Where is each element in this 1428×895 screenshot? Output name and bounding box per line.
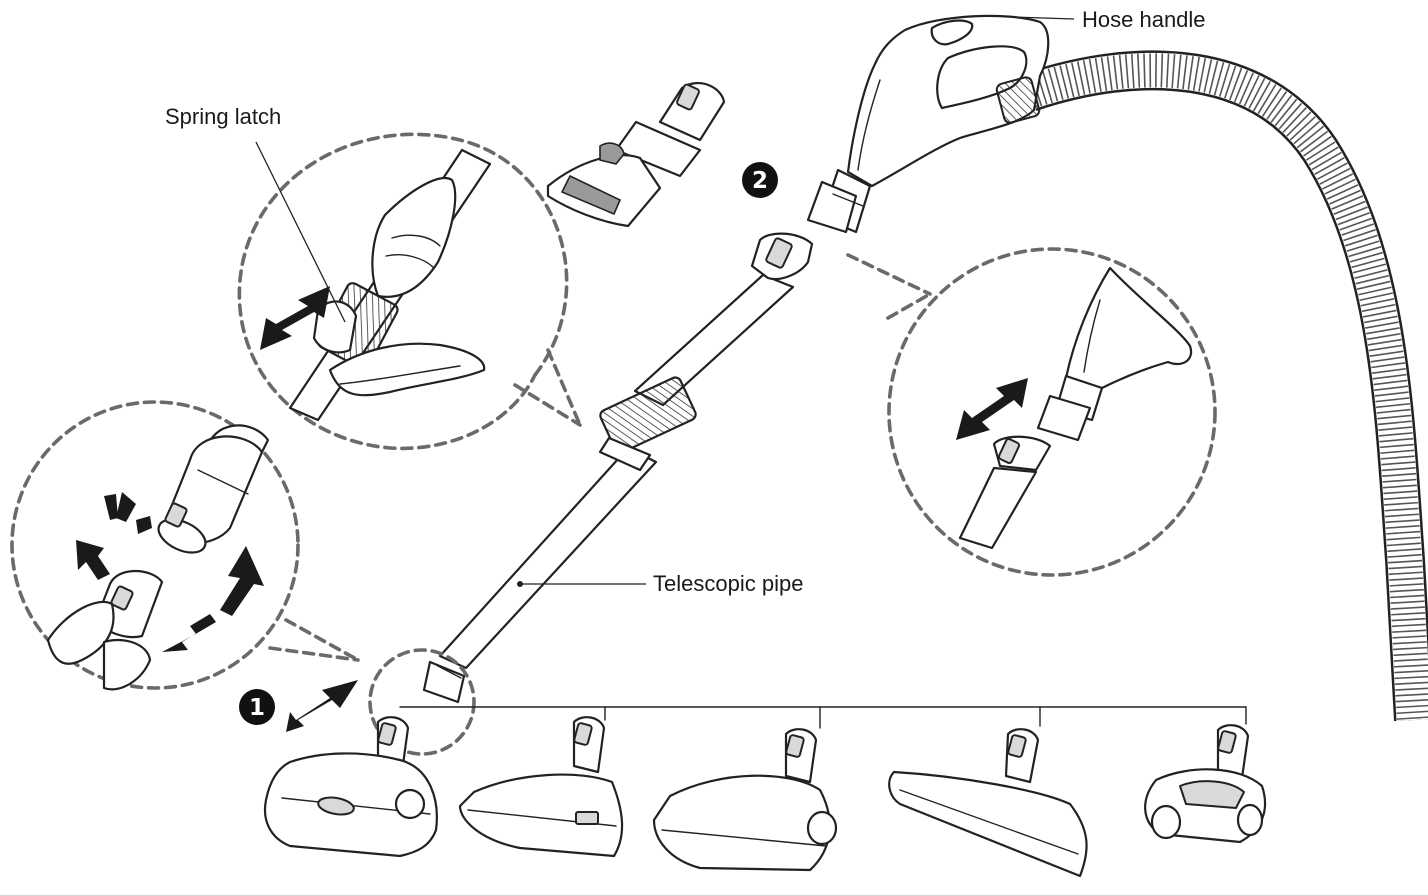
callout-nozzle-connection bbox=[10, 400, 360, 690]
step-1-badge: 1 bbox=[239, 689, 275, 725]
callout-handle-connection bbox=[846, 247, 1217, 577]
hose bbox=[1023, 50, 1428, 722]
slide-arrow-icon bbox=[260, 286, 330, 350]
nozzle-1-combination bbox=[263, 716, 438, 858]
label-hose-handle: Hose handle bbox=[1082, 7, 1206, 32]
step-2-number: 2 bbox=[752, 168, 768, 194]
accessory-bracket bbox=[399, 706, 1247, 729]
insert-arrow-icon bbox=[220, 546, 264, 616]
remove-arrow-icon bbox=[162, 614, 216, 652]
hose-handle bbox=[806, 14, 1050, 234]
leader-spring-latch bbox=[255, 141, 346, 323]
callout-spring-latch bbox=[237, 132, 582, 451]
label-spring-latch: Spring latch bbox=[165, 104, 281, 129]
callout-pipe-end bbox=[368, 648, 476, 756]
spring-latch-detail bbox=[260, 148, 492, 422]
nozzle-3-parquet bbox=[652, 728, 838, 872]
slide-arrow-icon-2 bbox=[956, 378, 1028, 440]
leader-hose-handle bbox=[1011, 16, 1075, 20]
press-arrow-icon bbox=[76, 540, 110, 580]
handle-connection-detail bbox=[956, 266, 1193, 550]
click-sound-icon bbox=[104, 492, 152, 534]
step-1-number: 1 bbox=[249, 695, 265, 721]
nozzle-5-turbo-brush bbox=[1144, 724, 1267, 844]
nozzle-2-turbo bbox=[458, 716, 624, 858]
step1-arrow-icon bbox=[286, 680, 358, 732]
accessory-nozzle-top bbox=[546, 82, 726, 228]
step-2-badge: 2 bbox=[742, 162, 778, 198]
telescopic-pipe bbox=[422, 232, 814, 704]
nozzle-connection-detail bbox=[46, 424, 270, 691]
leader-dot bbox=[517, 581, 523, 587]
label-telescopic-pipe: Telescopic pipe bbox=[653, 571, 803, 596]
nozzle-4-flat bbox=[888, 728, 1088, 878]
